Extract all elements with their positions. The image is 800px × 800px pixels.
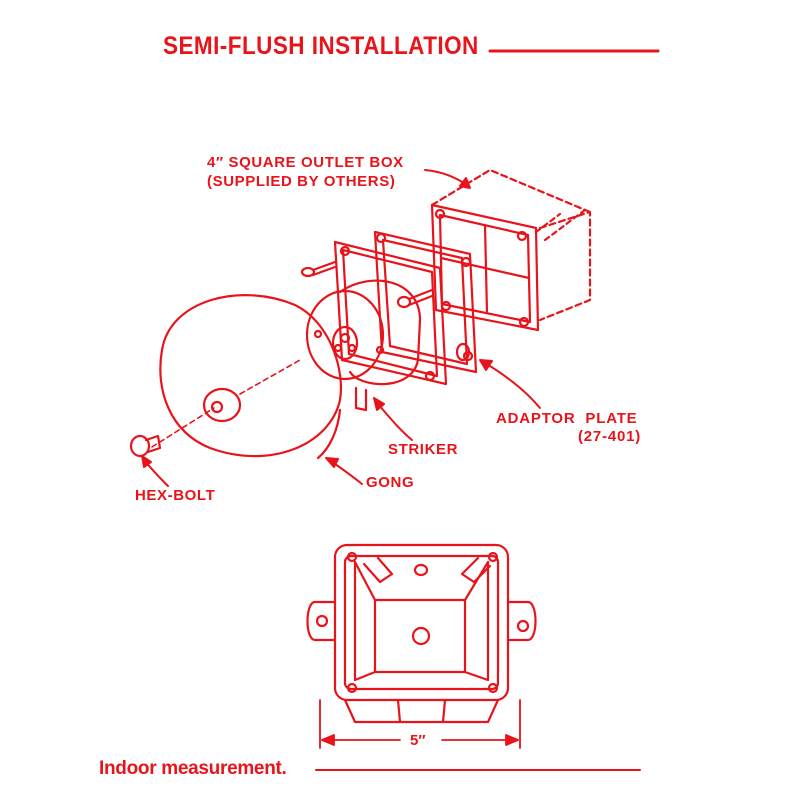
hex-bolt-label: HEX-BOLT [135,487,216,504]
hex-bolt [129,434,162,458]
back-box-front-view [306,543,537,724]
dimension-label: 5″ [410,732,426,749]
outlet-box-label: 4″ SQUARE OUTLET BOX [207,154,404,171]
adaptor-plate-label: ADAPTOR PLATE [496,410,638,427]
outlet-box-note: (SUPPLIED BY OTHERS) [207,173,396,190]
adaptor-plate-part-number: (27-401) [578,428,642,445]
striker-label: STRIKER [388,441,459,458]
outlet-box [430,168,592,332]
gong-label: GONG [366,474,415,491]
mounting-screws [300,260,434,309]
gong [151,294,342,460]
dimension-line [319,699,521,749]
footer-caption: Indoor measurement. [99,758,287,779]
bell-housing [305,240,448,412]
leader-lines [141,169,541,487]
page-title: SEMI-FLUSH INSTALLATION [163,32,479,60]
adaptor-plate [373,230,478,374]
